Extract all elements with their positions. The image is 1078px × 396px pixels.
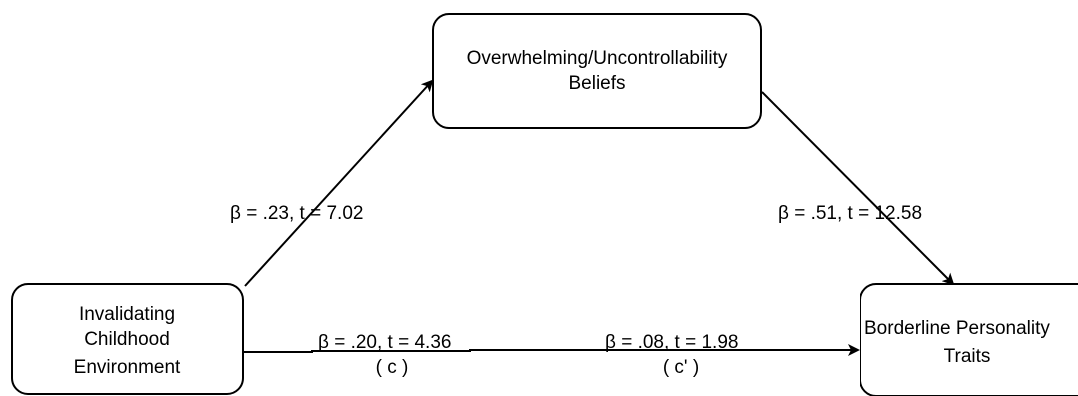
outcome-label-line1: Borderline Personality bbox=[864, 318, 1050, 339]
path-b-arrow bbox=[761, 91, 955, 286]
path-c-label: β = .20, t = 4.36 bbox=[318, 332, 451, 353]
mediator-label-line1: Overwhelming/Uncontrollability bbox=[467, 48, 728, 69]
predictor-node: Invalidating Childhood Environment bbox=[11, 283, 244, 395]
path-c-prime-label: β = .08, t = 1.98 bbox=[605, 332, 738, 353]
path-b-label: β = .51, t = 12.58 bbox=[778, 203, 922, 224]
mediator-box bbox=[432, 13, 762, 129]
predictor-label-line1: Invalidating bbox=[79, 304, 175, 325]
mediator-node: Overwhelming/Uncontrollability Beliefs bbox=[432, 13, 762, 129]
outcome-node: Borderline Personality Traits bbox=[860, 283, 1078, 396]
outcome-label-line2: Traits bbox=[944, 346, 991, 367]
path-a-label: β = .23, t = 7.02 bbox=[230, 203, 363, 224]
predictor-label-line3: Environment bbox=[74, 357, 181, 378]
predictor-label-line2: Childhood bbox=[84, 329, 170, 350]
predictor-box bbox=[11, 283, 244, 395]
mediator-label-line2: Beliefs bbox=[568, 73, 625, 94]
path-c-arrow bbox=[244, 344, 860, 356]
path-c-prime-sublabel: ( c' ) bbox=[663, 357, 699, 378]
path-a-arrow bbox=[244, 79, 434, 287]
path-c-sublabel: ( c ) bbox=[376, 357, 409, 378]
outcome-box bbox=[860, 283, 1078, 396]
